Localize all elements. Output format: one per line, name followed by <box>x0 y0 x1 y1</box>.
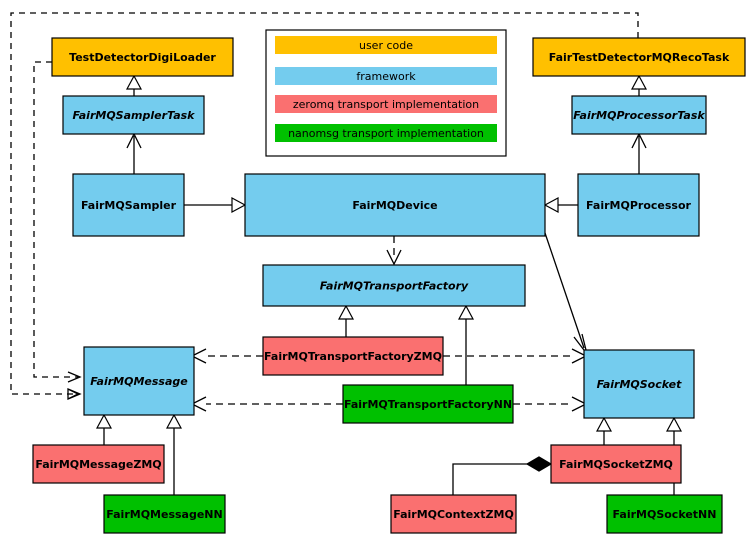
class-label-FairMQSocket: FairMQSocket <box>597 378 683 391</box>
class-node-TestDetectorDigiLoader[interactable]: TestDetectorDigiLoader <box>51 37 234 77</box>
class-box-FairMQDevice <box>244 173 546 237</box>
class-node-FairMQContextZMQ[interactable]: FairMQContextZMQ <box>390 494 517 534</box>
class-label-FairMQMessage: FairMQMessage <box>90 375 188 388</box>
edge-tfnn-to-transportfactory <box>457 304 475 385</box>
class-box-FairMQTransportFactory <box>262 264 526 307</box>
edge-contextzmq-to-socketzmq <box>452 456 553 495</box>
class-node-FairMQMessageZMQ[interactable]: FairMQMessageZMQ <box>32 444 165 484</box>
class-node-FairMQProcessor[interactable]: FairMQProcessor <box>577 173 700 237</box>
edge-tfzmq-to-socket <box>443 348 588 364</box>
edge-sampler-to-device <box>184 196 247 214</box>
class-box-FairMQMessageNN <box>103 494 226 534</box>
edge-socketzmq-to-socket <box>595 416 613 445</box>
class-label-FairMQProcessorTask: FairMQProcessorTask <box>573 109 705 122</box>
class-node-FairMQProcessorTask[interactable]: FairMQProcessorTask <box>571 95 707 135</box>
edge-device-to-transportfactory <box>386 236 402 266</box>
class-label-FairMQMessageNN: FairMQMessageNN <box>106 508 222 521</box>
edge-tfnn-to-message <box>190 396 343 412</box>
class-label-FairMQSampler: FairMQSampler <box>81 199 177 212</box>
class-node-FairTestDetectorMQRecoTask[interactable]: FairTestDetectorMQRecoTask <box>532 37 746 77</box>
class-box-FairMQContextZMQ <box>390 494 517 534</box>
class-box-FairMQTransportFactoryNN <box>342 384 514 424</box>
legend-swatch-framework <box>275 67 497 85</box>
class-node-FairMQSampler[interactable]: FairMQSampler <box>72 173 185 237</box>
class-node-FairMQSocket[interactable]: FairMQSocket <box>583 349 695 419</box>
edge-device-to-socket <box>544 232 588 355</box>
legend-panel: user code framework zeromq transport imp… <box>265 29 507 157</box>
class-node-FairMQTransportFactoryNN[interactable]: FairMQTransportFactoryNN <box>342 384 514 424</box>
class-box-FairMQSocketNN <box>606 494 723 534</box>
class-label-FairMQSamplerTask: FairMQSamplerTask <box>73 109 196 122</box>
class-box-FairMQProcessorTask <box>571 95 707 135</box>
legend-item-nanomsg: nanomsg transport implementation <box>275 124 497 142</box>
class-label-FairMQSocketZMQ: FairMQSocketZMQ <box>559 458 673 471</box>
class-node-FairMQDevice[interactable]: FairMQDevice <box>244 173 546 237</box>
class-box-FairMQSocketZMQ <box>550 444 682 484</box>
arrowhead-outer-to-message <box>67 388 82 400</box>
legend-label-nanomsg: nanomsg transport implementation <box>288 127 484 140</box>
edge-sampler-to-samplertask <box>126 132 142 174</box>
class-node-FairMQMessage[interactable]: FairMQMessage <box>83 346 195 416</box>
class-label-FairMQTransportFactoryZMQ: FairMQTransportFactoryZMQ <box>264 350 442 363</box>
class-node-FairMQTransportFactoryZMQ[interactable]: FairMQTransportFactoryZMQ <box>262 336 444 376</box>
edge-tfzmq-to-message <box>190 348 263 364</box>
class-node-FairMQTransportFactory[interactable]: FairMQTransportFactory <box>262 264 526 307</box>
class-box-FairMQProcessor <box>577 173 700 237</box>
edge-processor-to-device <box>543 196 578 214</box>
class-label-FairMQTransportFactory: FairMQTransportFactory <box>320 280 469 293</box>
class-box-FairMQMessage <box>83 346 195 416</box>
class-box-FairMQSocket <box>583 349 695 419</box>
arrowhead-inner-to-message <box>67 371 82 383</box>
class-node-FairMQSocketZMQ[interactable]: FairMQSocketZMQ <box>550 444 682 484</box>
legend-item-framework: framework <box>275 67 497 85</box>
edge-tfnn-to-socket <box>513 396 588 412</box>
edge-tfzmq-to-transportfactory <box>337 304 355 337</box>
legend-label-zeromq: zeromq transport implementation <box>293 98 479 111</box>
legend-label-user-code: user code <box>359 39 413 52</box>
class-box-FairTestDetectorMQRecoTask <box>532 37 746 77</box>
class-label-TestDetectorDigiLoader: TestDetectorDigiLoader <box>69 51 216 64</box>
class-box-FairMQMessageZMQ <box>32 444 165 484</box>
edge-messagezmq-to-message <box>95 413 113 445</box>
class-label-FairTestDetectorMQRecoTask: FairTestDetectorMQRecoTask <box>549 51 730 64</box>
class-node-FairMQMessageNN[interactable]: FairMQMessageNN <box>103 494 226 534</box>
class-box-FairMQSamplerTask <box>62 95 205 135</box>
dependency-frame-inner <box>33 61 78 378</box>
legend-item-zeromq: zeromq transport implementation <box>275 95 497 113</box>
legend-swatch-zeromq <box>275 95 497 113</box>
dependency-frame-outer <box>10 12 639 395</box>
edge-samplertask-to-digiloader <box>125 74 143 96</box>
class-label-FairMQContextZMQ: FairMQContextZMQ <box>393 508 514 521</box>
edge-processortask-to-recotask <box>630 74 648 96</box>
class-label-FairMQSocketNN: FairMQSocketNN <box>613 508 717 521</box>
class-box-TestDetectorDigiLoader <box>51 37 234 77</box>
class-label-FairMQDevice: FairMQDevice <box>352 199 437 212</box>
class-label-FairMQProcessor: FairMQProcessor <box>586 199 691 212</box>
legend-swatch-user-code <box>275 36 497 54</box>
class-node-FairMQSocketNN[interactable]: FairMQSocketNN <box>606 494 723 534</box>
legend-item-user-code: user code <box>275 36 497 54</box>
class-box-FairMQSampler <box>72 173 185 237</box>
class-node-FairMQSamplerTask[interactable]: FairMQSamplerTask <box>62 95 205 135</box>
edge-processor-to-processortask <box>631 132 647 174</box>
class-box-FairMQTransportFactoryZMQ <box>262 336 444 376</box>
class-label-FairMQTransportFactoryNN: FairMQTransportFactoryNN <box>344 398 512 411</box>
legend-swatch-nanomsg <box>275 124 497 142</box>
legend-label-framework: framework <box>356 70 416 83</box>
class-nodes-layer: TestDetectorDigiLoader FairTestDetectorMQ… <box>32 37 746 534</box>
edge-messagenn-to-message <box>165 413 183 495</box>
class-label-FairMQMessageZMQ: FairMQMessageZMQ <box>35 458 161 471</box>
